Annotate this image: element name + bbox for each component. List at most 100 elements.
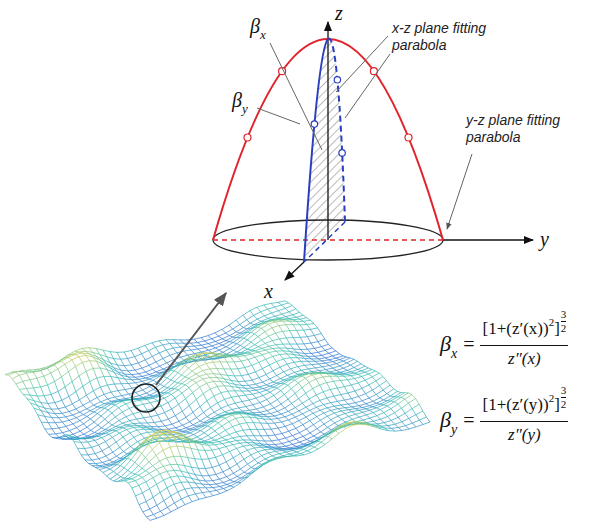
- mesh-line: [49, 434, 53, 437]
- mesh-line: [90, 378, 97, 382]
- mesh-line: [182, 368, 189, 375]
- mesh-line: [283, 344, 290, 345]
- mesh-line: [214, 416, 221, 419]
- mesh-line: [283, 358, 290, 359]
- mesh-line: [200, 417, 207, 421]
- mesh-line: [265, 332, 269, 337]
- mesh-line: [192, 371, 196, 374]
- mesh-line: [63, 431, 70, 433]
- mesh-line: [170, 353, 177, 356]
- mesh-line: [16, 371, 23, 372]
- mesh-line: [228, 405, 232, 409]
- mesh-line: [267, 390, 271, 392]
- mesh-line: [116, 452, 123, 457]
- mesh-line: [272, 339, 279, 341]
- mesh-line: [149, 362, 156, 365]
- mesh-line: [275, 316, 279, 318]
- mesh-line: [62, 400, 66, 407]
- mesh-line: [266, 382, 273, 385]
- mesh-line: [189, 374, 196, 379]
- mesh-line: [190, 418, 197, 422]
- mesh-line: [255, 348, 262, 350]
- mesh-line: [173, 340, 177, 344]
- mesh-line: [279, 324, 286, 326]
- mesh-line: [336, 361, 343, 364]
- mesh-line: [284, 377, 291, 380]
- mesh-line: [210, 368, 217, 369]
- mesh-line: [124, 364, 131, 366]
- mesh-line: [44, 376, 48, 385]
- mesh-line: [351, 370, 358, 372]
- mesh-line: [69, 409, 76, 412]
- mesh-line: [146, 369, 153, 372]
- mesh-line: [238, 356, 245, 357]
- mesh-line: [282, 303, 289, 305]
- mesh-line: [278, 311, 282, 315]
- mesh-line: [158, 415, 162, 421]
- mesh-line: [108, 405, 115, 410]
- mesh-line: [343, 356, 347, 357]
- mesh-line: [172, 424, 176, 428]
- mesh-line: [72, 382, 76, 392]
- mesh-line: [200, 401, 207, 407]
- mesh-line: [248, 372, 255, 374]
- mesh-line: [147, 400, 151, 403]
- mesh-line: [118, 399, 125, 400]
- mesh-line: [41, 422, 45, 429]
- mesh-line: [196, 362, 200, 366]
- mesh-line: [197, 430, 201, 431]
- mesh-line: [269, 351, 276, 352]
- mesh-line: [311, 329, 315, 335]
- mesh-line: [159, 341, 163, 345]
- mesh-line: [249, 384, 256, 385]
- mesh-line: [224, 386, 228, 391]
- mesh-line: [135, 370, 139, 374]
- mesh-line: [212, 339, 216, 342]
- mesh-line: [107, 384, 114, 385]
- mesh-line: [263, 379, 270, 382]
- mesh-line: [54, 365, 58, 369]
- mesh-line: [134, 427, 138, 430]
- mesh-line: [193, 412, 197, 417]
- mesh-line: [304, 343, 311, 345]
- mesh-line: [234, 376, 238, 382]
- mesh-line: [191, 350, 195, 354]
- mesh-line: [278, 301, 285, 302]
- mesh-line: [247, 340, 251, 342]
- mesh-line: [88, 455, 92, 460]
- mesh-line: [273, 382, 277, 383]
- mesh-line: [222, 336, 229, 339]
- mesh-line: [186, 425, 193, 428]
- mesh-line: [282, 314, 286, 317]
- mesh-line: [283, 331, 287, 338]
- mesh-line: [340, 374, 347, 375]
- mesh-line: [344, 368, 348, 370]
- mesh-line: [307, 318, 311, 321]
- mesh-line: [233, 346, 240, 351]
- mesh-line: [221, 405, 228, 408]
- mesh-line: [295, 376, 302, 380]
- mesh-line: [135, 354, 142, 357]
- mesh-line: [240, 329, 247, 333]
- mesh-line: [251, 342, 255, 345]
- mesh-line: [196, 383, 200, 388]
- mesh-line: [200, 407, 204, 413]
- mesh-line: [135, 357, 139, 363]
- mesh-line: [139, 374, 143, 377]
- mesh-line: [284, 384, 288, 386]
- mesh-line: [186, 393, 193, 399]
- mesh-line: [212, 344, 219, 346]
- mesh-line: [207, 401, 211, 408]
- mesh-line: [149, 347, 156, 350]
- mesh-line: [258, 323, 265, 327]
- mesh-line: [81, 442, 85, 448]
- mesh-line: [79, 376, 83, 386]
- mesh-line: [62, 372, 69, 377]
- mesh-line: [311, 342, 318, 344]
- mesh-line: [69, 372, 73, 382]
- mesh-line: [290, 357, 297, 358]
- mesh-line: [65, 387, 69, 397]
- mesh-line: [269, 365, 273, 371]
- mesh-line: [300, 324, 307, 325]
- mesh-line: [209, 350, 213, 353]
